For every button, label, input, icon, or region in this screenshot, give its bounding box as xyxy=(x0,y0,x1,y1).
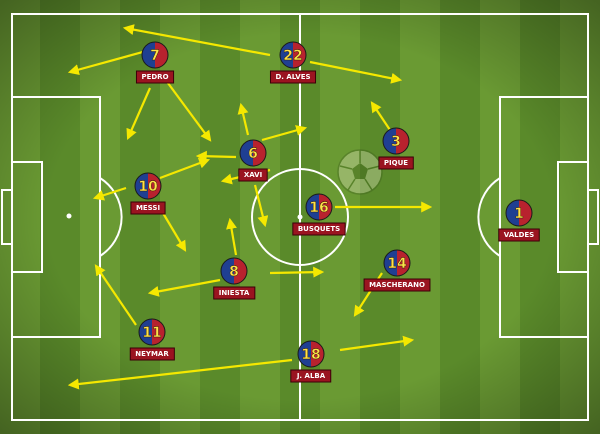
left-penalty-arc xyxy=(99,177,123,257)
player-name: MASCHERANO xyxy=(369,281,425,289)
player-badge xyxy=(297,340,325,368)
left-goal xyxy=(1,189,13,245)
player-badge xyxy=(138,318,166,346)
movement-arrow xyxy=(370,101,391,131)
movement-arrow xyxy=(237,102,250,136)
movement-arrow xyxy=(67,358,293,390)
movement-arrow xyxy=(126,87,152,141)
right-goal xyxy=(587,189,599,245)
movement-arrow xyxy=(339,335,415,352)
player-badge xyxy=(134,172,162,200)
player-badge xyxy=(220,257,248,285)
player-number: 10 xyxy=(138,179,158,195)
player-number: 3 xyxy=(391,134,401,150)
player-name: PIQUE xyxy=(384,159,408,167)
player-number: 18 xyxy=(301,347,320,363)
centre-spot xyxy=(297,214,303,220)
player-name-plate xyxy=(363,278,431,292)
player-name-plate xyxy=(130,201,166,215)
player-name-plate xyxy=(129,347,175,361)
player-name-plate xyxy=(498,228,540,242)
centre-circle xyxy=(251,168,349,266)
player-name-plate xyxy=(292,222,346,236)
player-name-plate xyxy=(378,156,414,170)
player-number: 1 xyxy=(514,206,524,222)
player-badge xyxy=(279,41,307,69)
player-number: 11 xyxy=(142,325,161,341)
player-marker[interactable]: 22 D. ALVES xyxy=(269,41,317,84)
player-name: INIESTA xyxy=(219,289,250,297)
left-penalty-spot xyxy=(66,213,72,219)
player-number: 6 xyxy=(248,146,258,162)
player-name-plate xyxy=(213,286,256,300)
movement-arrow xyxy=(253,184,269,228)
player-number: 7 xyxy=(150,48,160,64)
player-name: MESSI xyxy=(136,204,160,212)
football-icon xyxy=(337,149,383,195)
player-badge xyxy=(141,41,169,69)
player-number: 8 xyxy=(229,264,239,280)
player-number: 22 xyxy=(283,48,302,64)
player-name-plate xyxy=(269,70,317,84)
movement-arrow xyxy=(147,278,221,297)
movement-arrow xyxy=(309,60,403,84)
right-penalty-arc xyxy=(477,177,501,257)
movement-arrow xyxy=(94,264,137,326)
movement-arrow xyxy=(159,207,187,252)
movement-arrow xyxy=(159,157,211,180)
player-badge xyxy=(382,127,410,155)
movement-arrow xyxy=(195,150,237,162)
player-name: XAVI xyxy=(244,171,262,179)
player-badge xyxy=(505,199,533,227)
player-badge xyxy=(239,139,267,167)
movement-arrow xyxy=(226,217,238,256)
player-name: PEDRO xyxy=(141,73,168,81)
player-name-plate xyxy=(290,369,332,383)
movement-arrow xyxy=(92,186,127,201)
player-name: NEYMAR xyxy=(135,350,169,358)
player-name: J. ALBA xyxy=(296,372,326,380)
movement-arrow xyxy=(122,24,271,57)
player-name-plate xyxy=(135,70,175,84)
player-name-plate xyxy=(238,168,268,182)
movement-arrow xyxy=(67,48,151,75)
player-name: VALDES xyxy=(504,231,534,239)
player-number: 16 xyxy=(309,200,328,216)
player-name: BUSQUETS xyxy=(298,225,340,233)
movement-arrow xyxy=(161,74,212,142)
player-number: 14 xyxy=(387,256,407,272)
player-marker[interactable]: 18 J. ALBA xyxy=(290,340,332,383)
player-badge xyxy=(305,193,333,221)
movement-arrow xyxy=(269,266,325,278)
movement-arrow xyxy=(261,125,308,142)
player-badge xyxy=(383,249,411,277)
player-name: D. ALVES xyxy=(275,73,310,81)
